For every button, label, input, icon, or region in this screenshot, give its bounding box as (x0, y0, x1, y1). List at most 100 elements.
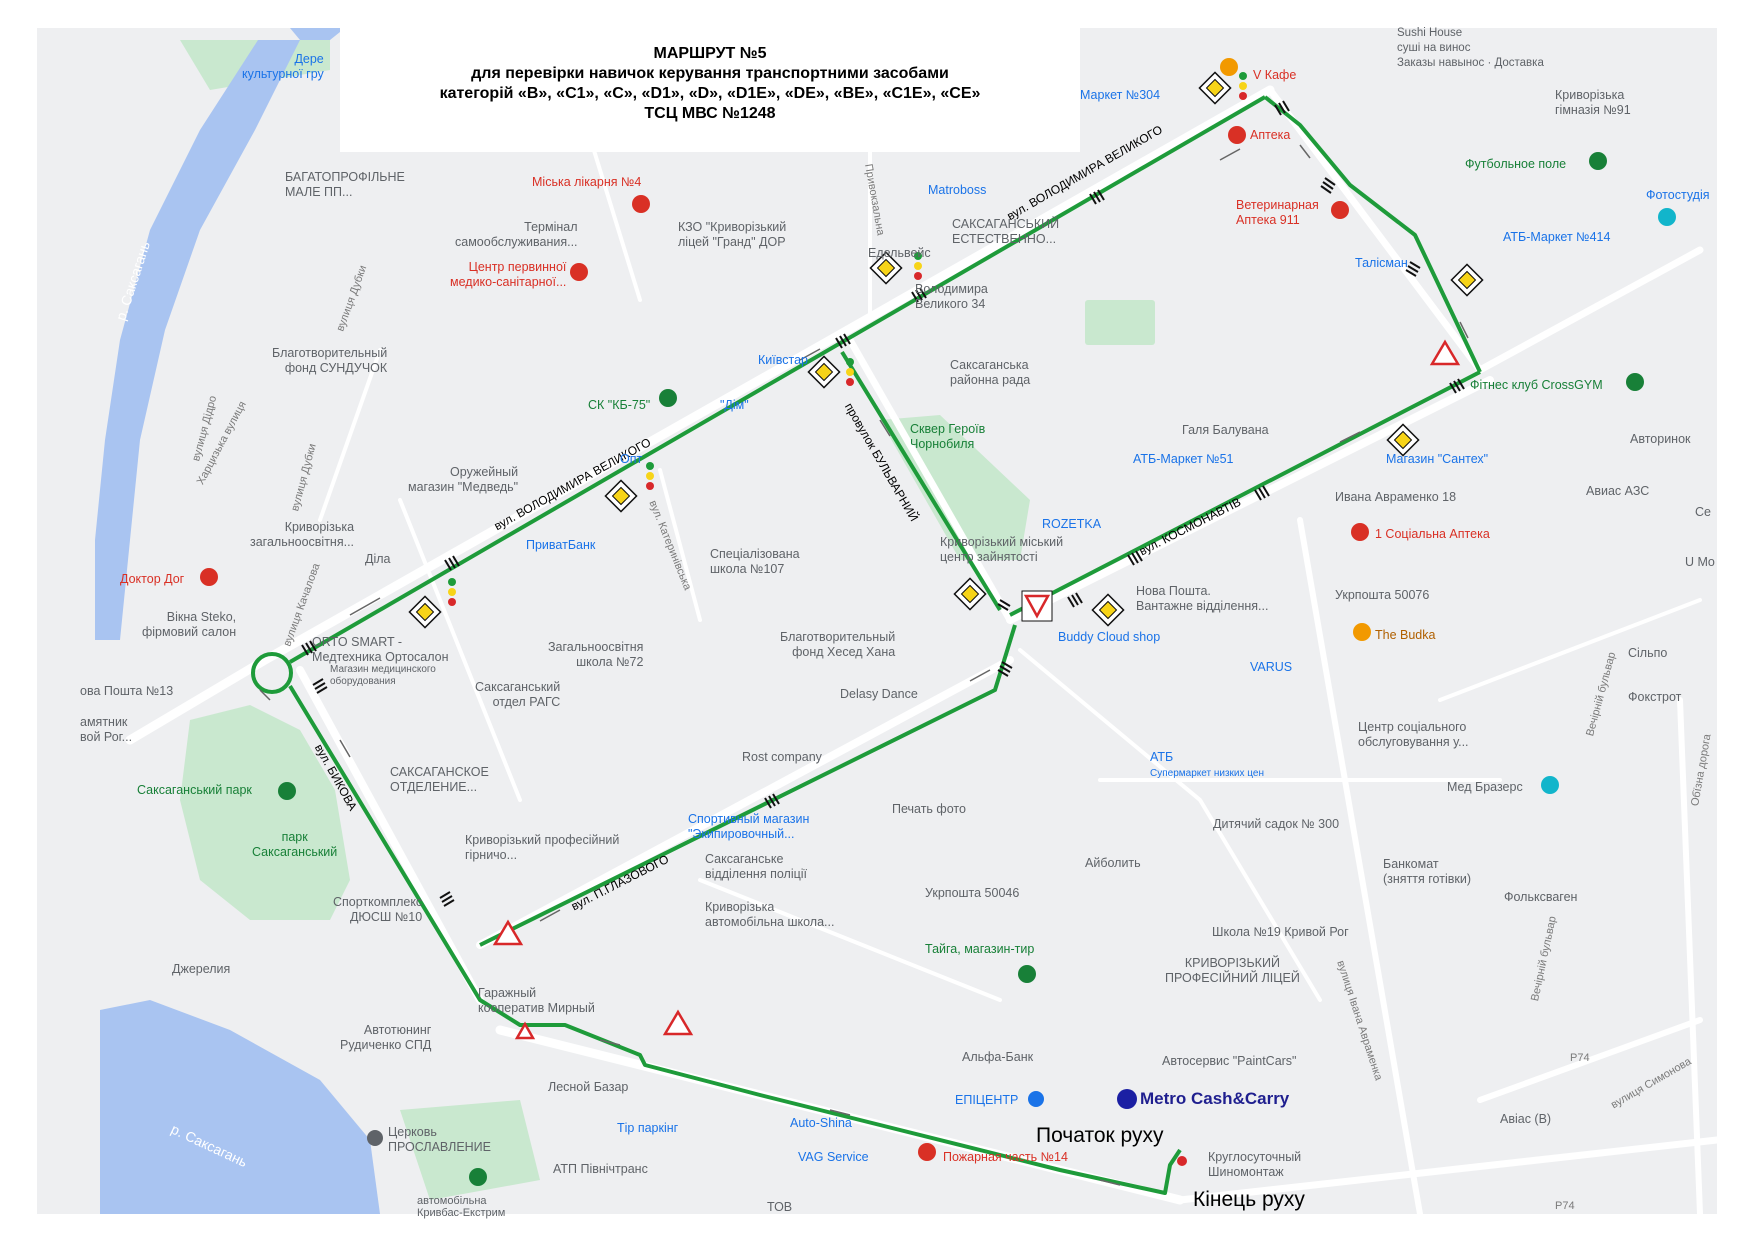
poi-orto: ORTO SMART - Медтехника Ортосалон (312, 635, 449, 664)
crossing-14 (997, 661, 1013, 677)
poi-delasy: Delasy Dance (840, 687, 918, 701)
poi-dzherelia: Джерелия (172, 962, 231, 976)
pedestrian-crossings (301, 100, 1465, 907)
pin-crossgym (1626, 373, 1644, 391)
poi-tir: Тір паркінг (617, 1121, 679, 1135)
direction-arrows (259, 144, 1469, 1186)
poi-skver: Сквер Героїв Чорнобиля (910, 422, 986, 451)
pin-park (278, 782, 296, 800)
pin-cafe (1220, 58, 1238, 76)
poi-avtoshkola: Криворізька автомобільна школа... (705, 900, 835, 929)
poi-vikna: Вікна Steko, фірмовий салон (142, 610, 237, 639)
poi-kryvcentr: Криворізький міський центр зайнятості (940, 535, 1064, 564)
poi-vet: Ветеринарная Аптека 911 (1236, 198, 1319, 227)
crossing-9 (1449, 378, 1465, 394)
traffic-light-5 (1239, 72, 1247, 100)
crossing-16 (312, 678, 328, 694)
map-header: МАРШРУТ №5 для перевірки навичок керуван… (340, 28, 1080, 152)
start-label: Початок руху (1036, 1124, 1164, 1147)
poi-sushi: Sushi House суші на винос Заказы навынос… (1397, 27, 1544, 69)
priority-sign-1 (408, 595, 442, 629)
poi-kryvzag: Криворізька загальноосвітня... (250, 520, 355, 549)
priority-sign-9 (953, 577, 987, 611)
poi-park: Саксаганський парк (137, 783, 252, 797)
poi-gymn: Криворізька гімназія №91 (1555, 88, 1631, 117)
pin-apteka (1228, 126, 1246, 144)
poi-avramenko18: Ивана Авраменко 18 (1335, 490, 1457, 504)
poi-vag: VAG Service (798, 1150, 869, 1164)
poi-socobs: Центр соціального обслуговування у... (1358, 720, 1469, 749)
poi-atb414: АТБ-Маркет №414 (1503, 230, 1611, 244)
poi-matroboss: Matroboss (928, 183, 987, 197)
poi-futbol: Футбольное поле (1465, 157, 1567, 171)
poi-atb51: АТБ-Маркет №51 (1133, 452, 1234, 466)
poi-umo: U Mo (1685, 555, 1715, 569)
pin-kb75 (659, 389, 677, 407)
arrow-8 (539, 909, 561, 922)
poi-epicentr: ЕПІЦЕНТР (955, 1093, 1019, 1107)
pin-avtomob (469, 1168, 487, 1186)
poi-dim: "Дім" (720, 398, 749, 412)
poi-hesed: Благотворительный фонд Хесед Хана (780, 630, 896, 659)
poi-ce: Се (1695, 505, 1711, 519)
poi-doctordog: Доктор Дог (120, 572, 185, 586)
arrow-13 (259, 689, 271, 701)
poi-novaposhta: Нова Пошта. Вантажне відділення... (1136, 584, 1269, 613)
poi-pam: амятник вой Рог... (80, 715, 133, 744)
crossing-15 (764, 793, 780, 809)
poi-lesnoy: Лесной Базар (548, 1080, 629, 1094)
crossing-5 (1089, 189, 1105, 205)
warning-triangle-3 (662, 1009, 694, 1036)
traffic-lights (448, 72, 1247, 606)
poi-oruzh: Оружейный магазин "Медведь" (408, 465, 519, 494)
river-north (95, 40, 300, 640)
pin-braz (1541, 776, 1559, 794)
warning-triangle-4 (514, 1021, 536, 1040)
crossing-13 (997, 599, 1011, 611)
poi-likarnia: Міська лікарня №4 (532, 175, 642, 189)
poi-pins (200, 58, 1676, 1186)
pin-centr (570, 263, 588, 281)
priority-sign-8 (1091, 593, 1125, 627)
crossing-2 (444, 555, 460, 571)
poi-budka: The Budka (1375, 628, 1436, 642)
route-volodymyra-velykoho (288, 95, 1267, 664)
priority-sign-5 (1198, 71, 1232, 105)
poi-tov: ТОВ (767, 1200, 793, 1214)
road-minor-3 (398, 498, 522, 802)
poi-printfoto: Печать фото (892, 802, 966, 816)
priority-sign-6 (1450, 263, 1484, 297)
crossing-17 (439, 891, 455, 907)
road-minor-6 (1438, 598, 1702, 702)
poi-avtomob: автомобільна Кривбас-Екстрим (417, 1195, 506, 1219)
poi-rozetka: ROZETKA (1042, 517, 1102, 531)
poi-orto-sub: Магазин медицинского оборудования (330, 664, 436, 687)
warning-triangle-1 (1429, 339, 1461, 366)
priority-sign-7 (1386, 423, 1420, 457)
poi-atb-sub: Супермаркет низких цен (1150, 768, 1264, 779)
park-football (1085, 300, 1155, 345)
river-north-top (290, 28, 345, 40)
header-line2: для перевірки навичок керування транспор… (471, 65, 949, 82)
warning-triangles (492, 339, 1461, 1040)
poi-apteka: Аптека (1250, 128, 1291, 142)
poi-zag72: Загальноосвітня школа №72 (548, 640, 644, 669)
header-title: МАРШРУТ №5 (653, 45, 767, 62)
priority-sign-3 (807, 355, 841, 389)
poi-avias: Авиас АЗС (1586, 484, 1650, 498)
road-minor-9 (318, 348, 382, 522)
poi-pryvat: ПриватБанк (526, 538, 596, 552)
road-main-diag (125, 85, 1275, 745)
poi-ukrposhta46: Укрпошта 50046 (925, 886, 1020, 900)
road-bykova (296, 666, 484, 1004)
poi-fokstrot: Фокстрот (1628, 690, 1682, 704)
poi-cerkva: Церковь ПРОСЛАВЛЕНИЕ (388, 1125, 492, 1154)
poi-ragss: Саксаганський отдел РАГС (475, 680, 561, 709)
poi-profes: Криворізький професійний гірничо... (465, 833, 620, 862)
roundabout (251, 652, 293, 694)
pin-socapt (1351, 523, 1369, 541)
priority-signs (408, 71, 1484, 629)
crossing-8 (1405, 261, 1421, 277)
arrow-6 (1339, 431, 1361, 443)
river-south (100, 1000, 380, 1214)
